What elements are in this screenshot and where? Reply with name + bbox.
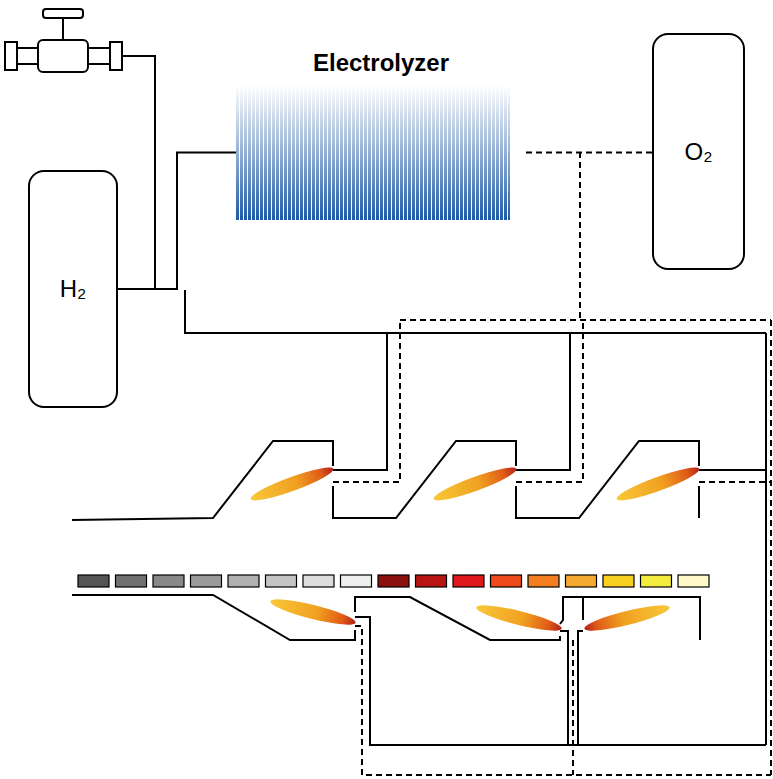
- slab: [78, 575, 109, 587]
- slab: [453, 575, 484, 587]
- oxygen-line: [526, 152, 652, 154]
- slab: [116, 575, 147, 587]
- slab: [153, 575, 184, 587]
- hydrogen-line: [118, 153, 236, 290]
- electrolyzer-stack: Electrolyzer: [236, 45, 526, 220]
- stack-heading: Electrolyzer: [236, 49, 526, 77]
- heated-slabs: [78, 575, 709, 587]
- slab: [566, 575, 597, 587]
- slab: [528, 575, 559, 587]
- valve-symbol: [5, 9, 122, 72]
- electrolyzer-cells: [236, 85, 526, 220]
- slab: [341, 575, 372, 587]
- flames: [248, 462, 701, 635]
- slab: [678, 575, 709, 587]
- upper-burner-wall: [72, 441, 699, 520]
- slab: [378, 575, 409, 587]
- gas-tank: H₂: [28, 170, 118, 408]
- slab: [603, 575, 634, 587]
- lower-burner-wall: [72, 595, 700, 640]
- gas-tank: O₂: [652, 33, 745, 270]
- slab: [228, 575, 259, 587]
- slab: [641, 575, 672, 587]
- slab: [491, 575, 522, 587]
- gas-label: H₂: [60, 275, 87, 303]
- slab: [416, 575, 447, 587]
- slab: [266, 575, 297, 587]
- gas-label: O₂: [685, 138, 713, 166]
- slab: [303, 575, 334, 587]
- slab: [191, 575, 222, 587]
